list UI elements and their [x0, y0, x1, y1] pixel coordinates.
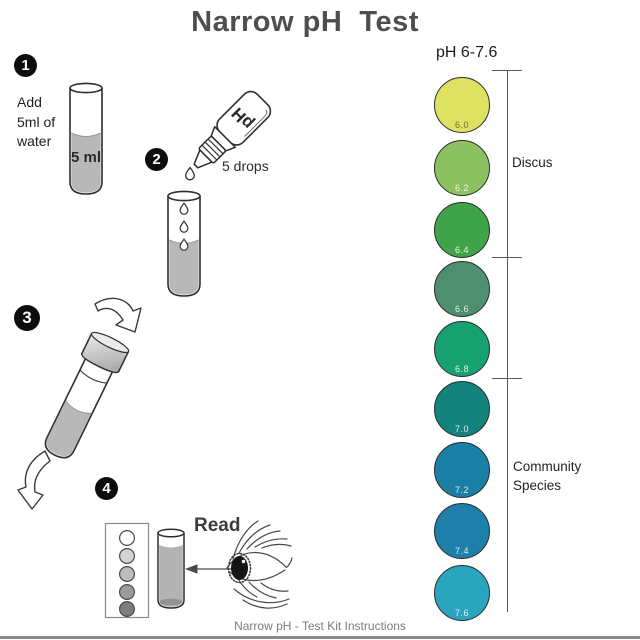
shake-arrow-top — [94, 297, 142, 333]
tube-volume-label: 5 ml — [70, 149, 101, 166]
ph-swatch-7-0: 7.0 — [434, 381, 490, 437]
step4-test-tube — [157, 528, 185, 609]
color-reference-card — [104, 522, 150, 619]
ph-swatch-label: 7.4 — [454, 546, 470, 556]
shake-arrow-bottom — [17, 450, 51, 510]
card-circle-1 — [118, 529, 135, 546]
footer-caption: Narrow pH - Test Kit Instructions — [234, 619, 406, 633]
step1-badge: 1 — [14, 54, 37, 77]
card-circle-3 — [118, 565, 135, 582]
ph-swatch-label: 6.2 — [454, 183, 470, 193]
bottom-border-line — [0, 636, 640, 639]
card-circle-4 — [118, 583, 135, 600]
ph-swatch-6-4: 6.4 — [434, 202, 490, 258]
ph-swatch-7-4: 7.4 — [434, 503, 490, 559]
ph-swatch-label: 6.0 — [454, 120, 470, 130]
dropper-bottle — [193, 90, 272, 169]
view-arrow — [185, 564, 233, 574]
ph-swatch-7-2: 7.2 — [434, 442, 490, 498]
ph-swatch-label: 6.4 — [454, 245, 470, 255]
card-circle-5 — [118, 600, 135, 617]
discus-group-label: Discus — [512, 155, 553, 170]
bracket-tick-mid — [492, 256, 522, 258]
bracket-tick-low — [492, 377, 522, 379]
drops-label: 5 drops — [222, 158, 269, 174]
bracket-tick-top — [492, 69, 522, 71]
falling-drop — [185, 166, 195, 181]
community-species-group-label: Community Species — [513, 459, 582, 493]
ph-swatch-label: 6.6 — [454, 304, 470, 314]
ph-swatch-6-2: 6.2 — [434, 140, 490, 196]
step2-badge: 2 — [145, 148, 168, 171]
ph-swatch-6-6: 6.6 — [434, 261, 490, 317]
group-bracket-line — [506, 70, 508, 612]
read-label: Read — [194, 515, 241, 536]
ph-swatch-label: 7.0 — [454, 424, 470, 434]
ph-swatch-6-0: 6.0 — [434, 77, 490, 133]
step4-badge: 4 — [95, 477, 118, 500]
step3-badge: 3 — [14, 305, 40, 331]
card-circle-2 — [118, 547, 135, 564]
capped-test-tube — [44, 331, 130, 459]
ph-swatch-6-8: 6.8 — [434, 321, 490, 377]
step1-instruction: Add 5ml of water — [17, 94, 56, 149]
ph-swatch-label: 7.2 — [454, 485, 470, 495]
step2-test-tube — [167, 190, 201, 297]
ph-swatch-label: 6.8 — [454, 364, 470, 374]
step1-test-tube — [69, 82, 103, 195]
ph-swatch-label: 7.6 — [454, 608, 470, 618]
ph-swatch-7-6: 7.6 — [434, 565, 490, 621]
ph-range-header: pH 6-7.6 — [436, 44, 498, 61]
eye-icon — [226, 520, 293, 609]
page-title: Narrow pH Test — [191, 6, 419, 38]
